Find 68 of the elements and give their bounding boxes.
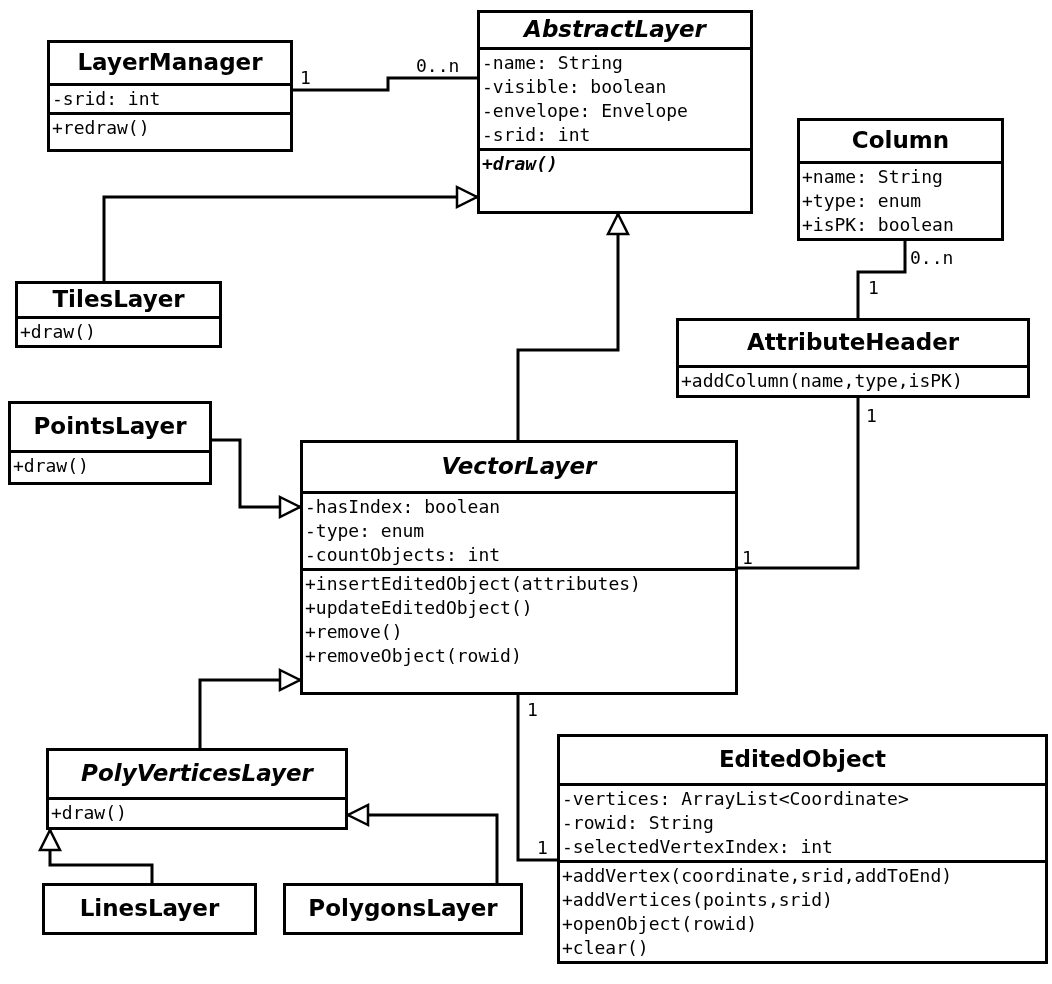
association-line [293,76,477,92]
method-text: +draw() [481,152,558,176]
multiplicity-label: 1 [300,68,311,88]
method-text: +remove() [304,620,403,644]
class-box [283,883,523,935]
generalization-arrow [102,185,479,281]
multiplicity-label: 1 [742,548,753,568]
class-name: Column [851,128,950,154]
class-name: AbstractLayer [524,17,706,43]
class-box [797,118,1004,241]
attribute-text: +name: String [801,165,943,189]
method-text: +addColumn(name,type,isPK) [680,369,963,393]
generalization-arrow [346,803,499,883]
attribute-text: -selectedVertexIndex: int [561,835,833,859]
multiplicity-label: 1 [527,700,538,720]
multiplicity-label: 0..n [910,248,954,268]
method-text: +addVertex(coordinate,srid,addToEnd) [561,864,953,888]
class-name: PolyVerticesLayer [81,761,313,787]
attribute-text: -rowid: String [561,811,714,835]
class-box [8,401,212,485]
method-text: +removeObject(rowid) [304,644,522,668]
association-line [516,695,557,862]
class-box [676,318,1030,398]
attribute-text: -hasIndex: boolean [304,495,501,519]
class-name: EditedObject [718,747,887,773]
multiplicity-label: 1 [866,406,877,426]
generalization-arrow [212,438,302,519]
class-box [15,281,222,348]
attribute-text: +type: enum [801,189,922,213]
method-text: +draw() [12,454,89,478]
multiplicity-label: 0..n [416,56,460,76]
class-name: AttributeHeader [746,330,960,356]
class-name: LayerManager [77,50,263,76]
multiplicity-label: 1 [537,838,548,858]
attribute-text: -visible: boolean [481,75,667,99]
method-text: +draw() [50,801,127,825]
generalization-arrow [516,212,630,440]
method-text: +draw() [19,320,96,344]
class-name: PointsLayer [33,414,187,440]
class-box [557,734,1048,964]
attribute-text: -name: String [481,51,623,75]
attribute-text: -countObjects: int [304,543,501,567]
attribute-text: -type: enum [304,519,425,543]
class-name: LinesLayer [79,896,220,922]
method-text: +addVertices(points,srid) [561,888,833,912]
class-name: VectorLayer [441,454,597,480]
generalization-arrow [38,828,154,883]
method-text: +updateEditedObject() [304,596,533,620]
association-line [738,398,860,570]
attribute-text: -srid: int [51,87,161,111]
attribute-text: +isPK: boolean [801,213,954,237]
attribute-text: -vertices: ArrayList<Coordinate> [561,787,909,811]
method-text: +insertEditedObject(attributes) [304,572,641,596]
class-box [300,440,738,695]
class-box [47,40,293,152]
multiplicity-label: 1 [868,278,879,298]
class-box [46,748,348,830]
class-name: PolygonsLayer [308,896,498,922]
class-name: TilesLayer [52,287,185,313]
attribute-text: -envelope: Envelope [481,99,688,123]
method-text: +openObject(rowid) [561,912,758,936]
class-box [477,10,753,214]
attribute-text: -srid: int [481,123,591,147]
association-line [856,241,907,318]
method-text: +redraw() [51,116,150,140]
class-box [42,883,257,935]
generalization-arrow [198,668,302,748]
method-text: +clear() [561,936,649,960]
